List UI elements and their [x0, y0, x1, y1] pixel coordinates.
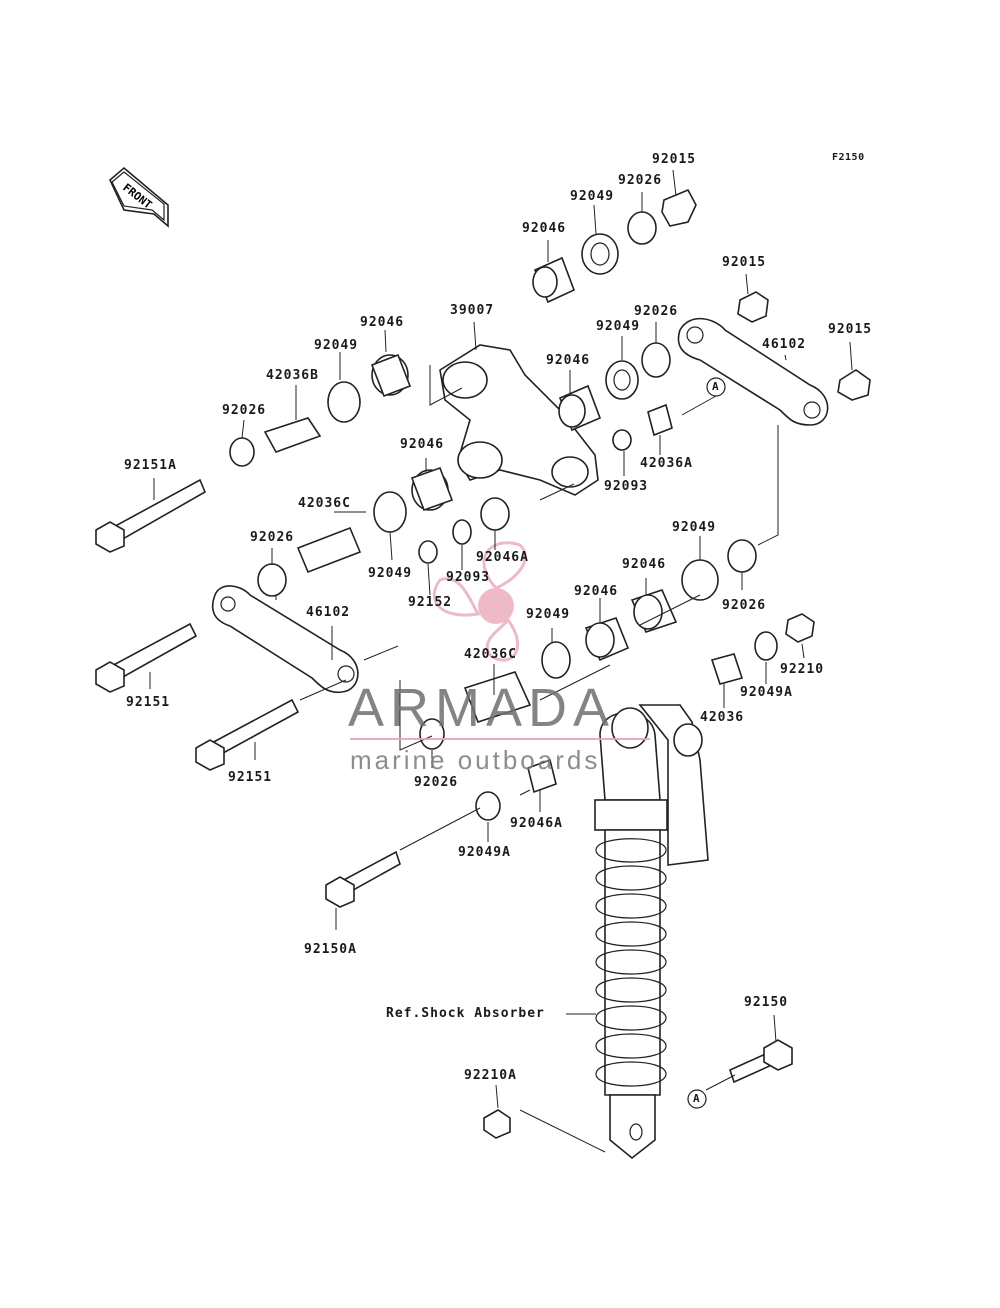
part-label: 92046 — [622, 557, 667, 572]
part-label: 92046 — [400, 437, 445, 452]
part-label: 92049 — [314, 338, 359, 353]
part-label: 92015 — [828, 322, 873, 337]
part-label: 92093 — [604, 479, 649, 494]
part-label: 39007 — [450, 303, 495, 318]
part-label: 46102 — [762, 337, 807, 352]
part-label: 92046 — [546, 353, 591, 368]
watermark-brand: ARMADA — [348, 678, 616, 738]
part-label: 42036B — [266, 368, 319, 383]
link-46102-left — [211, 585, 445, 750]
part-label: 92151 — [228, 770, 273, 785]
part-label: 92026 — [722, 598, 767, 613]
part-label: 92026 — [618, 173, 663, 188]
figure-code: F2150 — [832, 152, 865, 163]
part-label: 92150 — [744, 995, 789, 1010]
callout-letter: A — [712, 380, 720, 393]
part-label: 92151A — [124, 458, 177, 473]
part-label: 42036A — [640, 456, 693, 471]
mid-parts — [229, 342, 673, 597]
small-bearings — [475, 758, 557, 821]
part-label: 92015 — [722, 255, 767, 270]
part-label: 92093 — [446, 570, 491, 585]
bolts — [95, 478, 793, 1139]
part-label: 42036C — [298, 496, 351, 511]
part-label: 92151 — [126, 695, 171, 710]
part-label: 92210A — [464, 1068, 517, 1083]
part-label: 92049 — [596, 319, 641, 334]
part-label: 92046 — [574, 584, 619, 599]
part-label: 92046 — [360, 315, 405, 330]
part-label: 46102 — [306, 605, 351, 620]
rocker-arm-39007 — [439, 344, 599, 496]
reference-label: Ref.Shock Absorber — [386, 1006, 545, 1021]
part-label: 92049 — [672, 520, 717, 535]
part-label: 42036 — [700, 710, 745, 725]
watermark-tagline: marine outboards — [350, 745, 601, 775]
callout-letter: A — [693, 1092, 701, 1105]
part-label: 92150A — [304, 942, 357, 957]
callout-a-bottom — [687, 1089, 707, 1109]
part-label: 92026 — [222, 403, 267, 418]
propeller-logo-icon — [432, 541, 527, 662]
part-label: 92210 — [780, 662, 825, 677]
top-stack — [532, 188, 697, 304]
part-label: 92049 — [526, 607, 571, 622]
leader-lines — [149, 169, 853, 1153]
part-label: 92049 — [368, 566, 413, 581]
part-label: 42036C — [464, 647, 517, 662]
part-label: 92049 — [570, 189, 615, 204]
watermark-rule — [350, 738, 650, 740]
part-label: 92046A — [476, 550, 529, 565]
part-label: 92049A — [740, 685, 793, 700]
part-label: 92026 — [250, 530, 295, 545]
link-46102-right — [677, 291, 871, 426]
shock-absorber — [594, 704, 709, 1160]
part-label: 92046A — [510, 816, 563, 831]
part-label: 92015 — [652, 152, 697, 167]
part-label: 92152 — [408, 595, 453, 610]
front-arrow-icon: FRONT — [109, 166, 169, 228]
part-label: 92049A — [458, 845, 511, 860]
part-label: 92026 — [414, 775, 459, 790]
part-label: 92026 — [634, 304, 679, 319]
part-label: 92046 — [522, 221, 567, 236]
